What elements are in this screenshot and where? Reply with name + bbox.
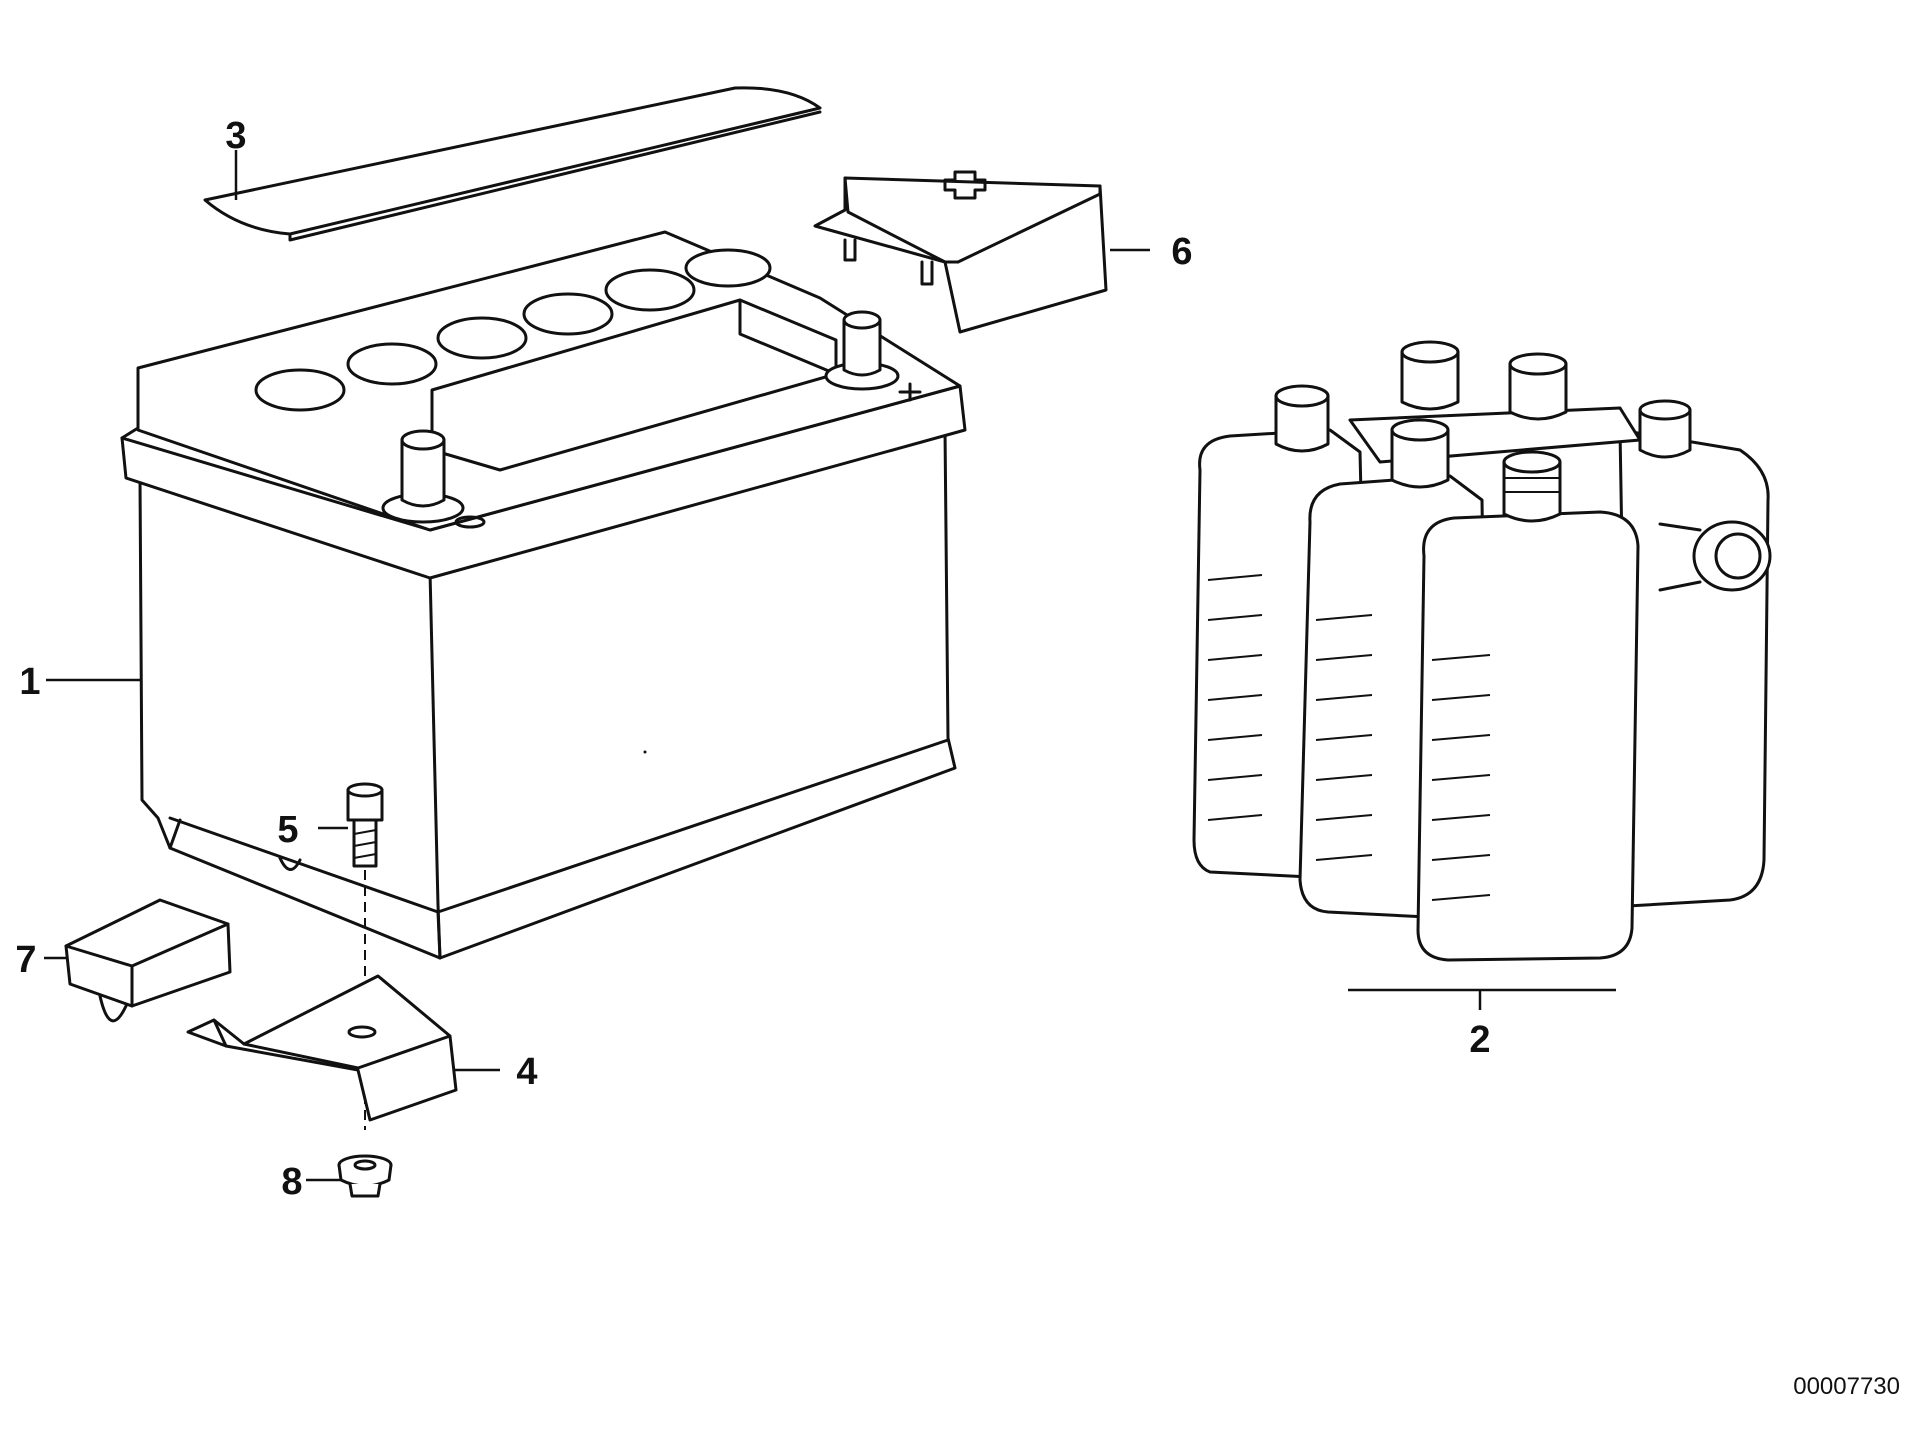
callout-6: 6 — [1171, 231, 1192, 273]
electrolyte-bottles — [1192, 340, 1772, 962]
battery-cover-strip — [203, 86, 822, 242]
positive-terminal — [824, 310, 922, 402]
hold-down-bracket — [186, 974, 458, 1122]
callout-4: 4 — [516, 1051, 537, 1093]
cell-caps — [254, 248, 772, 412]
callout-7: 7 — [15, 939, 36, 981]
callout-2: 2 — [1469, 1019, 1490, 1061]
callout-3: 3 — [225, 115, 246, 157]
negative-terminal — [381, 429, 486, 529]
callout-1: 1 — [19, 661, 40, 703]
bottle-graduations — [1207, 574, 1491, 901]
leader-lines — [44, 150, 1616, 1182]
nut — [337, 1154, 393, 1198]
bolt — [346, 782, 384, 868]
callout-5: 5 — [277, 809, 298, 851]
positive-terminal-cover — [813, 170, 1108, 334]
figure-number: 00007730 — [1793, 1373, 1900, 1400]
callout-8: 8 — [281, 1161, 302, 1203]
battery — [120, 230, 967, 960]
rubber-pad — [64, 898, 232, 1023]
